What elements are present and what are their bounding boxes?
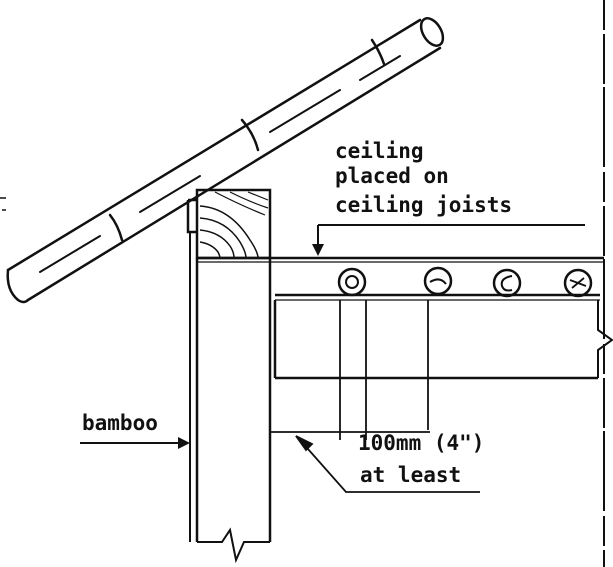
ceiling-boards [197, 256, 604, 301]
ceiling-joist [492, 268, 522, 298]
ceiling-joists [337, 266, 593, 298]
wall-plate [186, 188, 272, 260]
bamboo-rafter [6, 17, 445, 304]
ceiling-label-line1: ceiling [335, 139, 424, 163]
bamboo-label: bamboo [82, 411, 158, 435]
ceiling-label-line3: ceiling joists [335, 193, 512, 217]
dimension-label-line2: at least [360, 463, 461, 487]
stray-mark [0, 197, 6, 211]
ceiling-beam [273, 300, 613, 380]
dimension-lines [270, 300, 480, 493]
bamboo-wall-post [189, 232, 272, 564]
ceiling-label-line2: placed on [335, 164, 449, 188]
ceiling-joist [563, 268, 593, 298]
ceiling-joist [423, 266, 453, 296]
dimension-label-line1: 100mm (4") [358, 431, 484, 455]
ceiling-joist [337, 267, 367, 297]
leader-arrows [80, 224, 585, 449]
